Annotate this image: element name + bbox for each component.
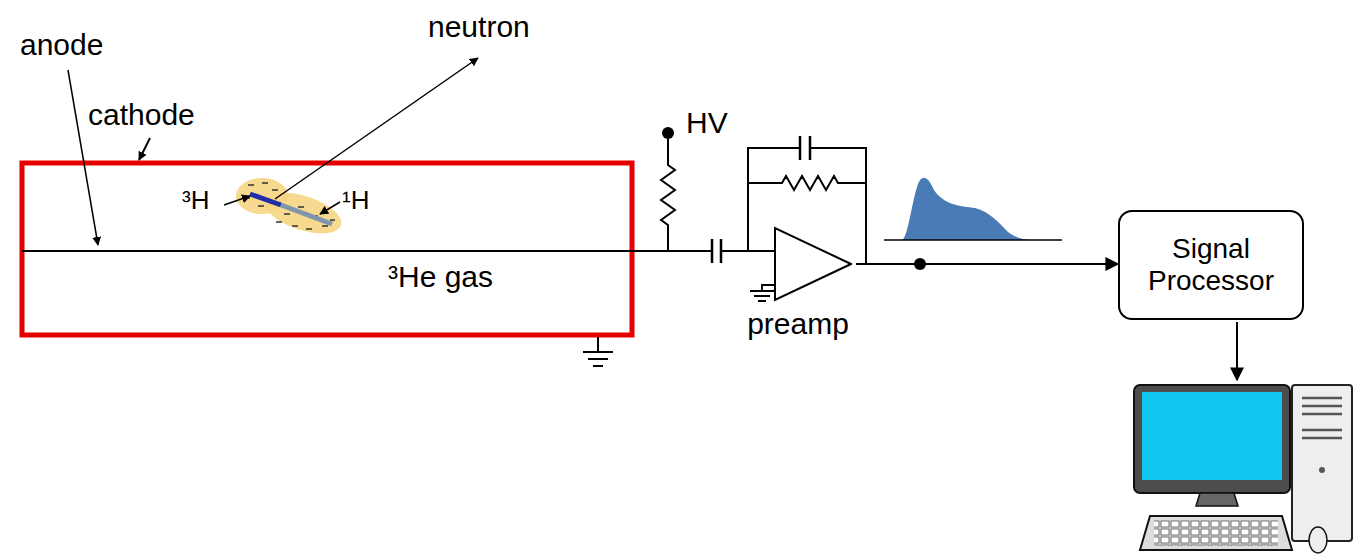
feedback-capacitor [800,136,810,160]
ground-symbol [583,337,613,366]
keyboard-keys [1154,520,1278,546]
cathode-leader [139,138,150,160]
particle-label: ³H [182,186,209,215]
signal-label: HV [686,106,728,139]
cathode-wall [22,163,632,335]
amplifier-triangle [740,225,852,305]
gas-label: ³He gas [388,260,493,293]
part-label: cathode [88,98,195,131]
charge-cloud-part [260,184,347,241]
computer-tower [1292,385,1352,541]
electron-dashes [244,183,335,229]
monitor-frame [1134,385,1290,493]
mouse [1309,527,1327,553]
process-box: Signal Processor [1118,210,1304,320]
amplifier-symbol: preamp [740,225,856,342]
hv-terminal [662,127,674,139]
proton-leader [320,202,340,214]
ground-symbol [750,285,775,301]
capacitor-symbol [712,239,721,263]
particle-label: ¹H [342,186,369,215]
computer-icon [1134,385,1352,553]
tower-slots [1302,398,1342,438]
triton-leader [224,196,250,205]
tower-button [1319,467,1325,473]
triton-track [250,194,281,205]
pulse-shape [884,178,1032,240]
part-label: neutron [428,10,530,43]
feedback-resistor [748,176,866,190]
pulse-baseline [884,239,1062,241]
resistor-symbol [661,139,675,251]
monitor-screen [1142,392,1282,480]
anode-leader [68,70,98,245]
part-label: anode [20,28,103,61]
monitor-stand [1196,493,1238,506]
signal-arrow [856,263,1118,265]
keyboard [1140,516,1292,550]
anode-wire [22,250,712,252]
amplifier-outline [775,228,851,300]
proton-track [281,205,332,224]
component-label: preamp [740,307,856,342]
neutron-leader [275,58,478,199]
data-arrow [1236,322,1238,380]
box-text: Signal Processor [1132,233,1290,297]
